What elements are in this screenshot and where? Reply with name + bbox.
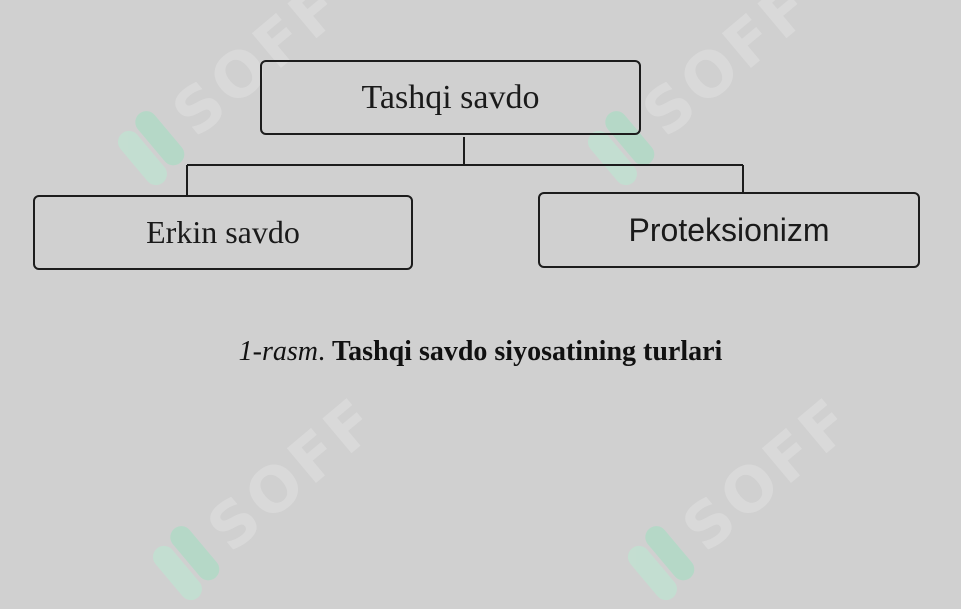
node-tashqi-savdo: Tashqi savdo bbox=[260, 60, 641, 135]
node-erkin-savdo: Erkin savdo bbox=[33, 195, 413, 270]
node-label: Tashqi savdo bbox=[361, 78, 540, 116]
caption-title: Tashqi savdo siyosatining turlari bbox=[332, 336, 723, 367]
trade-policy-diagram: Tashqi savdo Erkin savdo Proteksionizm bbox=[33, 60, 920, 270]
node-label: Erkin savdo bbox=[146, 214, 300, 250]
node-label: Proteksionizm bbox=[628, 211, 830, 248]
caption-label: 1-rasm bbox=[238, 336, 319, 367]
connector-lines bbox=[186, 137, 744, 196]
node-proteksionizm: Proteksionizm bbox=[538, 192, 920, 268]
figure-caption: 1-rasm. Tashqi savdo siyosatining turlar… bbox=[0, 336, 961, 368]
caption-separator: . bbox=[318, 336, 333, 367]
